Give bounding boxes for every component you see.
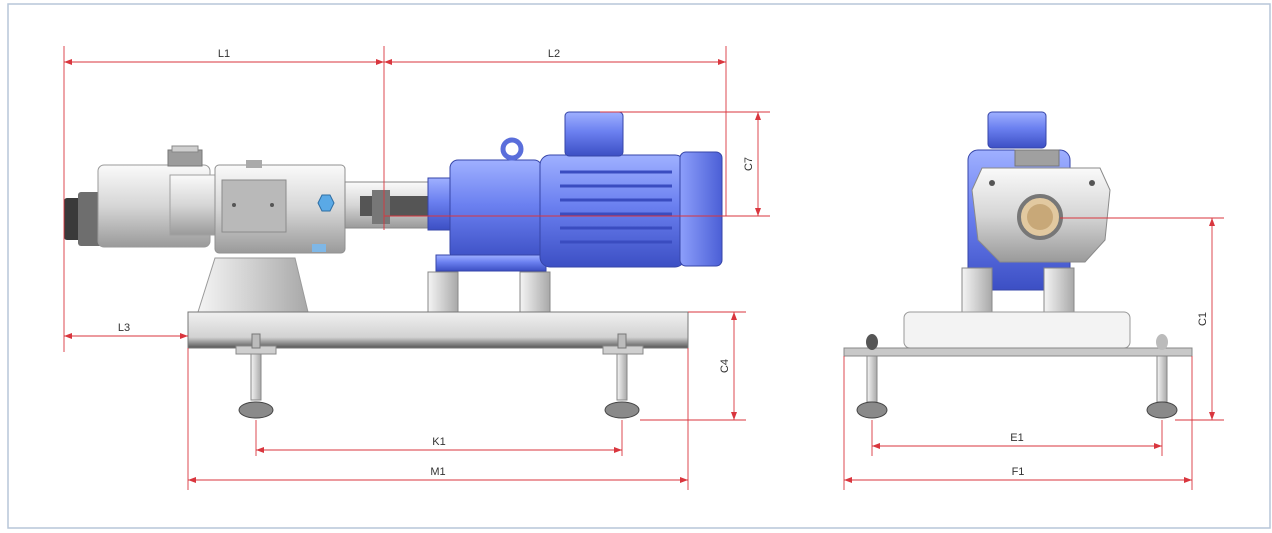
front-bolt	[1089, 180, 1095, 186]
gearbox-foot	[435, 254, 547, 272]
support-leg	[519, 271, 551, 315]
dimension-arrows	[64, 59, 1215, 483]
motor-cooling-fins	[560, 170, 672, 244]
base-frame	[187, 311, 689, 349]
drain-plug	[312, 244, 326, 252]
dimension-lines	[63, 46, 1224, 490]
bolt	[270, 203, 274, 207]
front-foot-left	[856, 334, 888, 419]
dim-label-c1: C1	[1197, 312, 1209, 326]
front-terminal-box	[987, 111, 1047, 149]
dim-label-l3: L3	[118, 322, 130, 334]
motor-fan-cover	[679, 151, 723, 267]
terminal-box	[564, 111, 624, 157]
dim-label-e1: E1	[1010, 432, 1023, 444]
adjustable-foot-left	[235, 333, 277, 419]
pump-body-neck	[169, 174, 221, 236]
support-leg	[427, 271, 459, 315]
adjustable-foot-right	[602, 333, 644, 419]
front-support-leg	[961, 267, 993, 315]
dim-label-m1: M1	[430, 466, 445, 478]
dim-label-l2: L2	[548, 48, 560, 60]
pump-pedestal	[197, 257, 309, 313]
dim-label-k1: K1	[432, 436, 445, 448]
side-view	[64, 111, 723, 419]
dim-label-c4: C4	[719, 359, 731, 373]
front-base-block	[903, 311, 1131, 349]
vent-plug	[246, 160, 262, 168]
top-port-flange	[171, 145, 199, 153]
front-bolt	[989, 180, 995, 186]
sight-glass-hex	[317, 194, 335, 212]
bolt	[232, 203, 236, 207]
coupling	[360, 196, 430, 216]
housing-cover-plate	[221, 179, 287, 233]
gearbox	[449, 159, 543, 261]
dim-label-l1: L1	[218, 48, 230, 60]
dim-label-c7: C7	[743, 157, 755, 171]
front-top-port	[1014, 149, 1060, 167]
lifting-eye	[500, 137, 524, 161]
dim-label-f1: F1	[1012, 466, 1025, 478]
front-view	[843, 111, 1193, 419]
coupling-hub	[372, 190, 390, 224]
front-foot-right	[1146, 334, 1178, 419]
front-support-leg	[1043, 267, 1075, 315]
front-outlet-bore	[1027, 204, 1053, 230]
front-base-plate	[843, 347, 1193, 357]
